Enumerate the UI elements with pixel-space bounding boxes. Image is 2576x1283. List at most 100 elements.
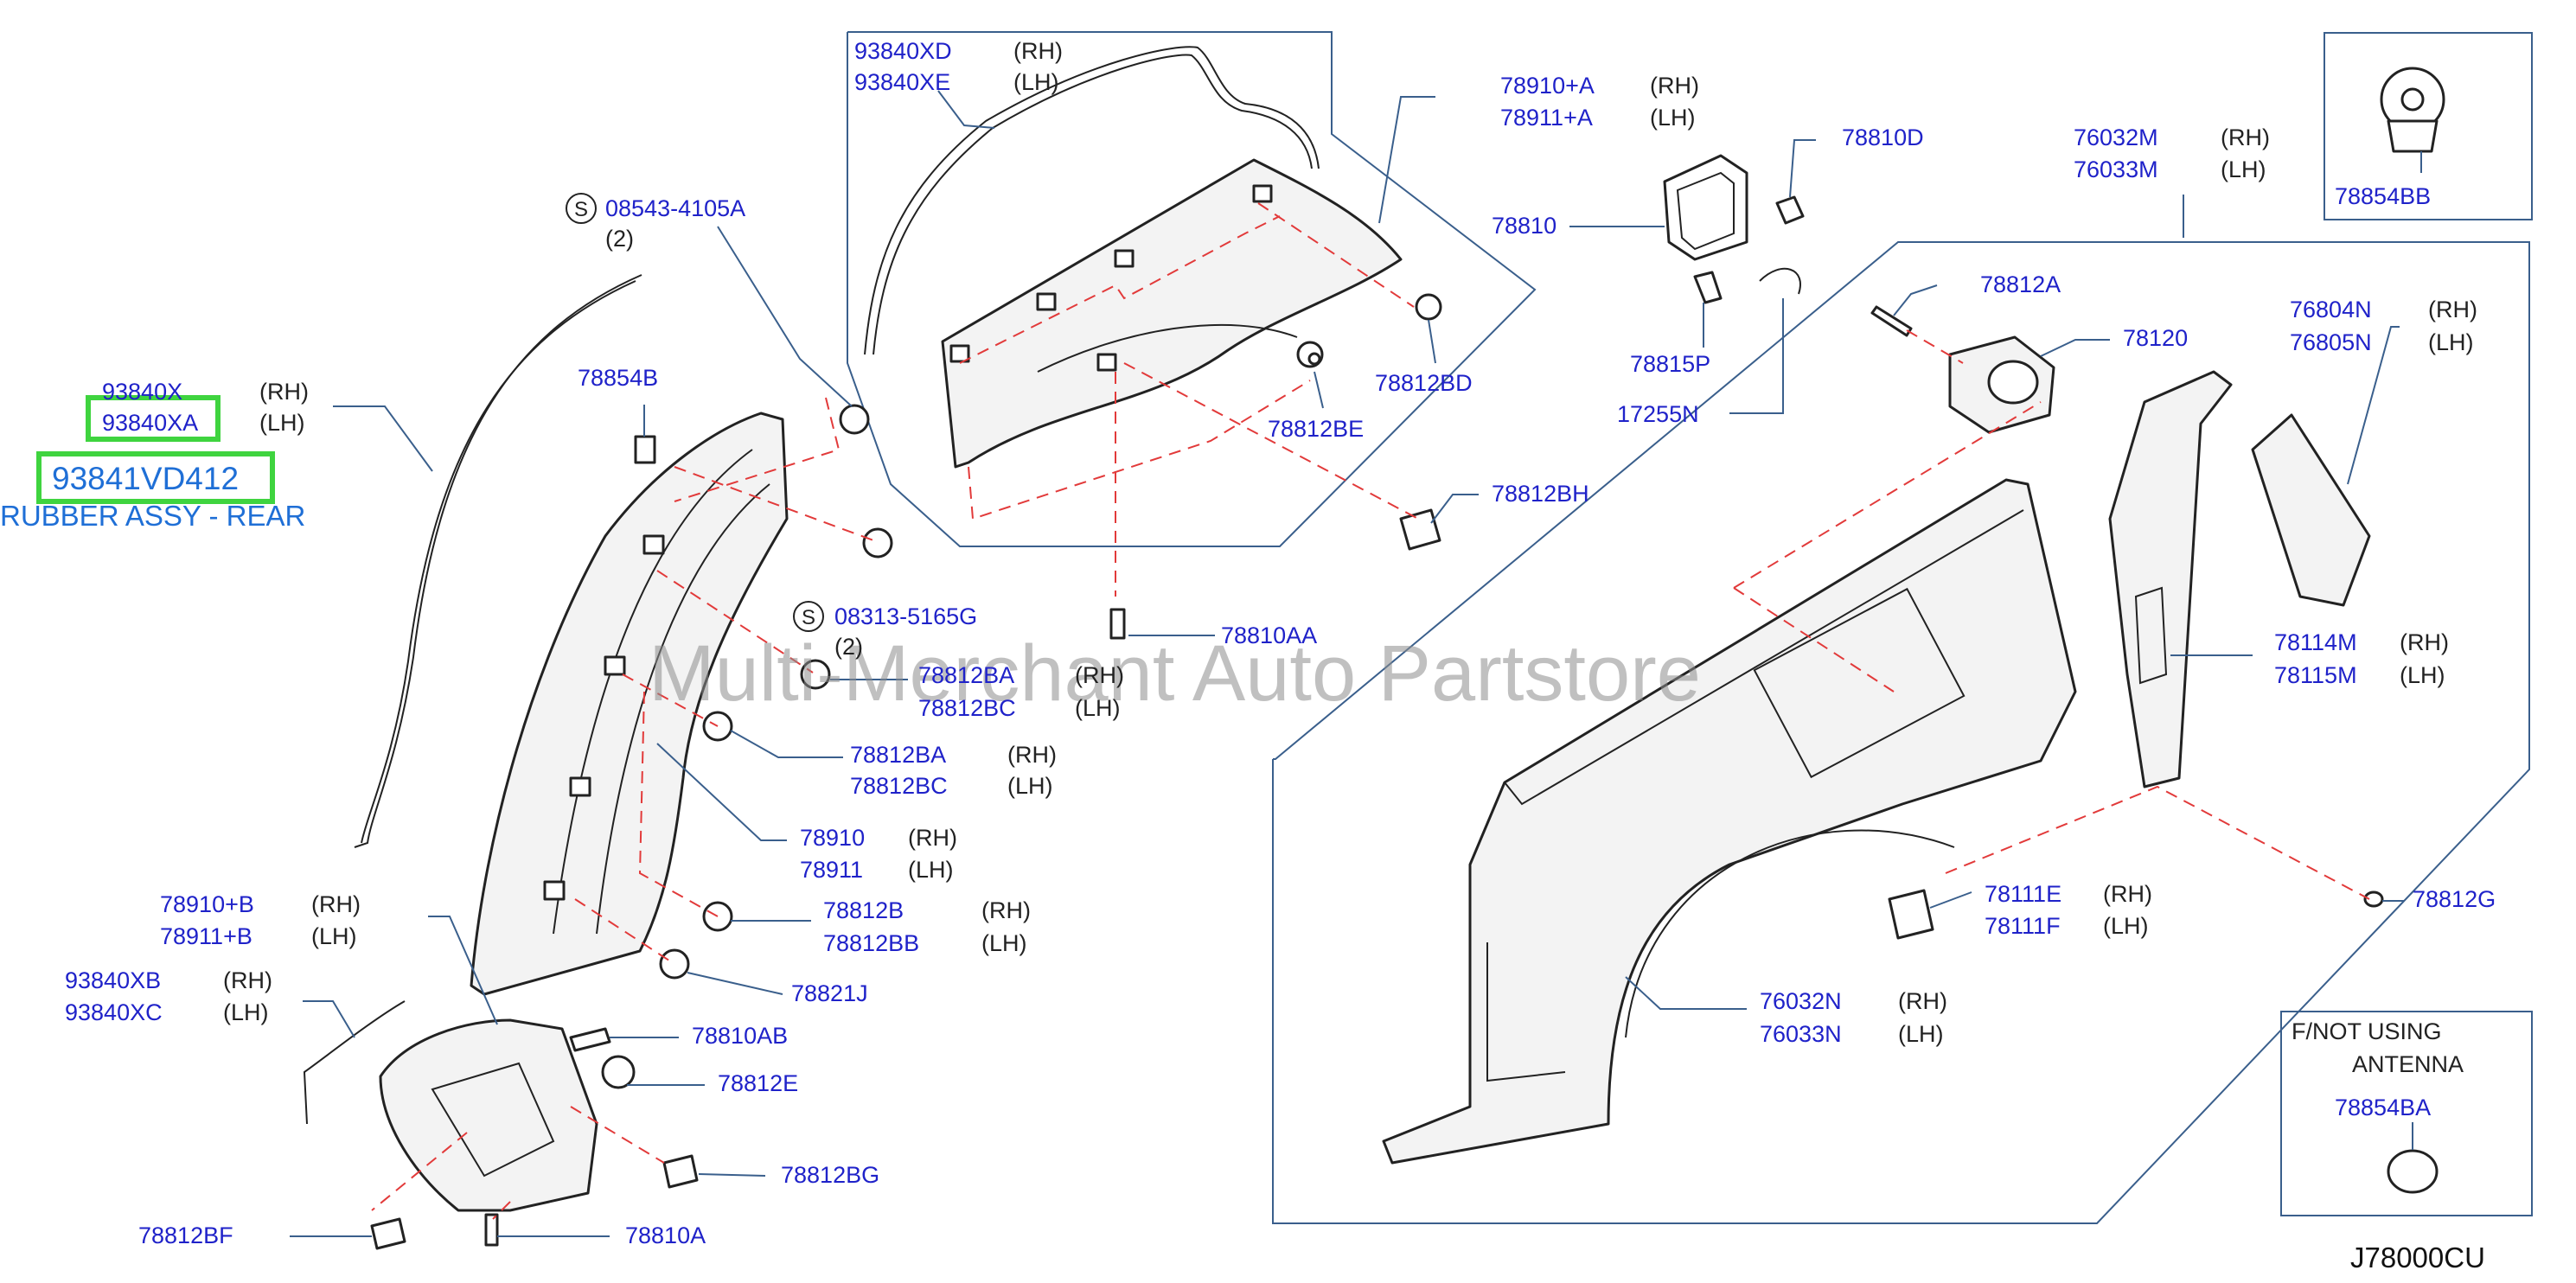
label-78812BE[interactable]: 78812BE [1268,416,1364,442]
label-78810[interactable]: 78810 [1492,213,1556,239]
dash-left-1 [674,397,841,502]
label-78812E[interactable]: 78812E [718,1070,798,1096]
wheel-arch-trim-inner-1 [553,449,753,935]
label-78812B[interactable]: 78812B [823,897,904,923]
label-76033M[interactable]: 76033M [2074,156,2158,182]
weatherstrip-rubber-part [354,274,642,848]
screw-78812A [1870,305,1913,337]
side-78114M: (RH) [2400,629,2449,655]
clip-78854B [634,435,656,464]
clip-78812E [601,1055,636,1089]
label-78114M[interactable]: 78114M [2274,629,2357,655]
body-side-panel-window [1753,587,1966,779]
leader-93840X [333,405,433,472]
side-93840XC: (LH) [223,999,269,1025]
inset-note-line1: F/NOT USING [2292,1018,2442,1044]
side-76033N: (LH) [1898,1021,1944,1047]
label-78810AA[interactable]: 78810AA [1221,622,1317,648]
label-78812BB[interactable]: 78812BB [823,930,919,956]
pillar-78114M [2108,370,2233,788]
label-78910[interactable]: 78910 [800,825,865,851]
side-76033M: (LH) [2221,156,2266,182]
label-78812BF[interactable]: 78812BF [138,1222,233,1248]
label-78815P[interactable]: 78815P [1630,351,1710,377]
label-78812BC-2[interactable]: 78812BC [850,773,948,799]
leader-78812A [1893,284,1938,316]
label-78911B[interactable]: 78911+B [160,923,252,949]
label-78812BG[interactable]: 78812BG [781,1162,879,1188]
label-78854B[interactable]: 78854B [578,365,658,391]
highlight-part-description: RUBBER ASSY - REAR [0,500,305,532]
fastener-78812B [702,901,733,932]
label-93840X[interactable]: 93840X [102,379,182,405]
leader-76804N [2347,326,2400,485]
label-78812BA-2[interactable]: 78812BA [850,742,946,768]
wheel-arch-trim-inner-2 [596,483,770,935]
label-93840XD[interactable]: 93840XD [854,38,952,64]
side-76805N: (LH) [2428,329,2474,355]
label-78111F[interactable]: 78111F [1985,913,2061,939]
label-93840XC[interactable]: 93840XC [65,999,163,1025]
label-78812BH[interactable]: 78812BH [1492,481,1589,507]
side-93840XB: (RH) [223,967,272,993]
side-93840XE: (LH) [1013,69,1059,95]
dash-lower-3 [492,1201,511,1220]
label-93840XB[interactable]: 93840XB [65,967,161,993]
arch-clip-1 [642,534,665,555]
side-78910: (RH) [908,825,957,851]
highlight-part-number[interactable]: 93841VD412 [52,461,239,496]
dash-lower-1 [570,1106,665,1164]
label-78812A[interactable]: 78812A [1980,271,2061,297]
fastener-78821J [659,948,690,980]
side-78115M: (LH) [2400,662,2445,688]
label-78812G[interactable]: 78812G [2413,886,2496,912]
label-76032M[interactable]: 76032M [2074,124,2158,150]
label-78120[interactable]: 78120 [2123,325,2188,351]
label-76033N[interactable]: 76033N [1760,1021,1842,1047]
leader-78812BH [1430,494,1479,524]
label-08313[interactable]: 08313-5165G [834,603,977,629]
side-78111F: (LH) [2103,913,2149,939]
dash-fuel [1906,329,1964,364]
label-78854BA[interactable]: 78854BA [2335,1095,2431,1120]
label-78812BD[interactable]: 78812BD [1375,370,1473,396]
side-78910B: (RH) [311,891,361,917]
label-78810AB[interactable]: 78810AB [692,1023,788,1049]
clip-78111E [1888,889,1934,940]
label-78910A[interactable]: 78910+A [1500,73,1595,99]
upper-weatherstrip-part [864,46,1320,355]
label-78911A[interactable]: 78911+A [1500,105,1593,131]
label-78821J[interactable]: 78821J [791,980,868,1006]
fuel-lid-78810-part [1663,154,1748,261]
label-78911[interactable]: 78911 [800,857,863,883]
label-08543[interactable]: 08543-4105A [605,195,745,221]
side-78812BA-2: (RH) [1007,742,1057,768]
upper-trim-panel-curve [1037,323,1298,373]
leader-78111E [1929,891,1972,909]
label-76804N[interactable]: 76804N [2290,297,2372,322]
label-78810A[interactable]: 78810A [625,1222,706,1248]
label-78910B[interactable]: 78910+B [160,891,254,917]
label-78810D[interactable]: 78810D [1842,124,1924,150]
label-78854BB[interactable]: 78854BB [2335,183,2431,209]
label-78111E[interactable]: 78111E [1985,881,2061,907]
label-78812BC-1[interactable]: 78812BC [918,695,1016,721]
label-78115M[interactable]: 78115M [2274,662,2357,688]
side-93840XA: (LH) [259,410,305,436]
label-93840XE[interactable]: 93840XE [854,69,950,95]
screw-78810AB [569,1027,611,1052]
label-93840XA[interactable]: 93840XA [102,410,198,436]
label-17255N[interactable]: 17255N [1617,401,1699,427]
frame-upper-trim-group [847,31,1537,547]
arch-clip-4 [543,880,566,901]
label-78812BA-1[interactable]: 78812BA [918,662,1014,688]
label-76805N[interactable]: 76805N [2290,329,2372,355]
group-leader-lines [290,90,2422,1237]
side-93840XD: (RH) [1013,38,1063,64]
side-78111E: (RH) [2103,881,2152,907]
frame-inset-antenna [2280,1011,2533,1216]
standard-part-mark-08313 [793,601,824,632]
body-side-panel-arch [1625,829,1955,1038]
label-76032N[interactable]: 76032N [1760,988,1842,1014]
clip-78812BG [662,1154,699,1189]
